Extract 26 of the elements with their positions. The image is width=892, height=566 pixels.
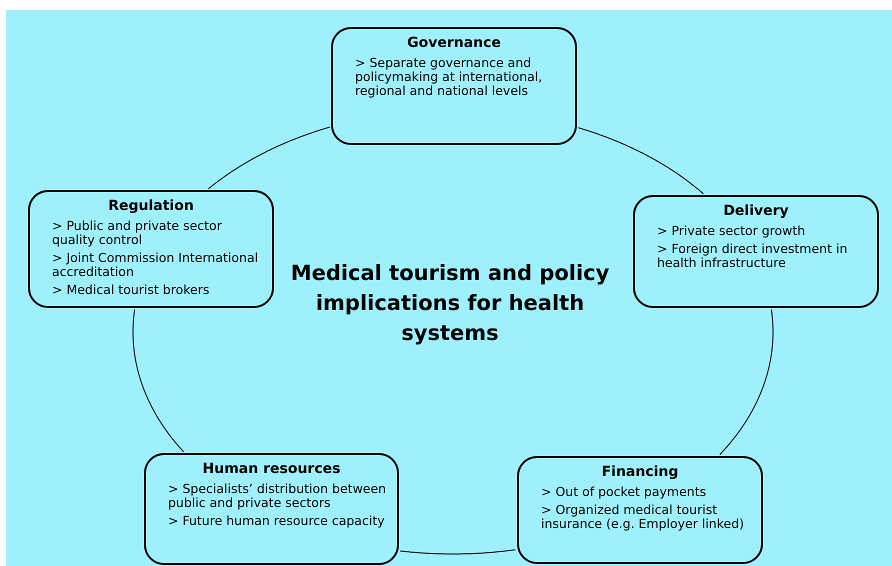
box-heading: Financing — [600, 464, 680, 480]
bullet-text: > Medical tourist brokers — [52, 283, 210, 297]
topic-box — [633, 195, 879, 308]
bullet-text: > Joint Commission International accreditation — [52, 251, 260, 279]
circle-arc-connector — [208, 126, 330, 190]
diagram-title: Medical tourism and policy implications for health systems — [290, 260, 610, 347]
circle-arc-connector — [400, 549, 516, 554]
box-heading: Human resources — [202, 461, 342, 477]
topic-box — [331, 27, 577, 145]
bullet-text: > Future human resource capacity — [168, 514, 386, 528]
bullet-text: > Out of pocket payments — [541, 485, 708, 499]
topic-box — [144, 453, 399, 565]
box-heading: Regulation — [107, 198, 195, 214]
bullet-text: > Private sector growth — [657, 224, 806, 238]
circle-arc-connector — [132, 309, 184, 452]
bullet-text: > Foreign direct investment in health infrastructure — [657, 242, 848, 270]
bullet-text: > Organized medical tourist insurance (e.g. Employer linked) — [541, 503, 746, 531]
box-heading: Delivery — [722, 203, 790, 219]
bullet-text: > Specialists’ distribution between public and private sectors — [168, 482, 387, 510]
box-heading: Governance — [406, 35, 502, 51]
circle-arc-connector — [578, 127, 704, 194]
topic-box — [28, 190, 274, 308]
bullet-text: > Public and private sector quality control — [52, 219, 223, 247]
circle-arc-connector — [719, 309, 774, 456]
topic-box — [517, 456, 763, 564]
bullet-text: > Separate governance and policymaking at international, regional and national levels — [355, 56, 544, 98]
